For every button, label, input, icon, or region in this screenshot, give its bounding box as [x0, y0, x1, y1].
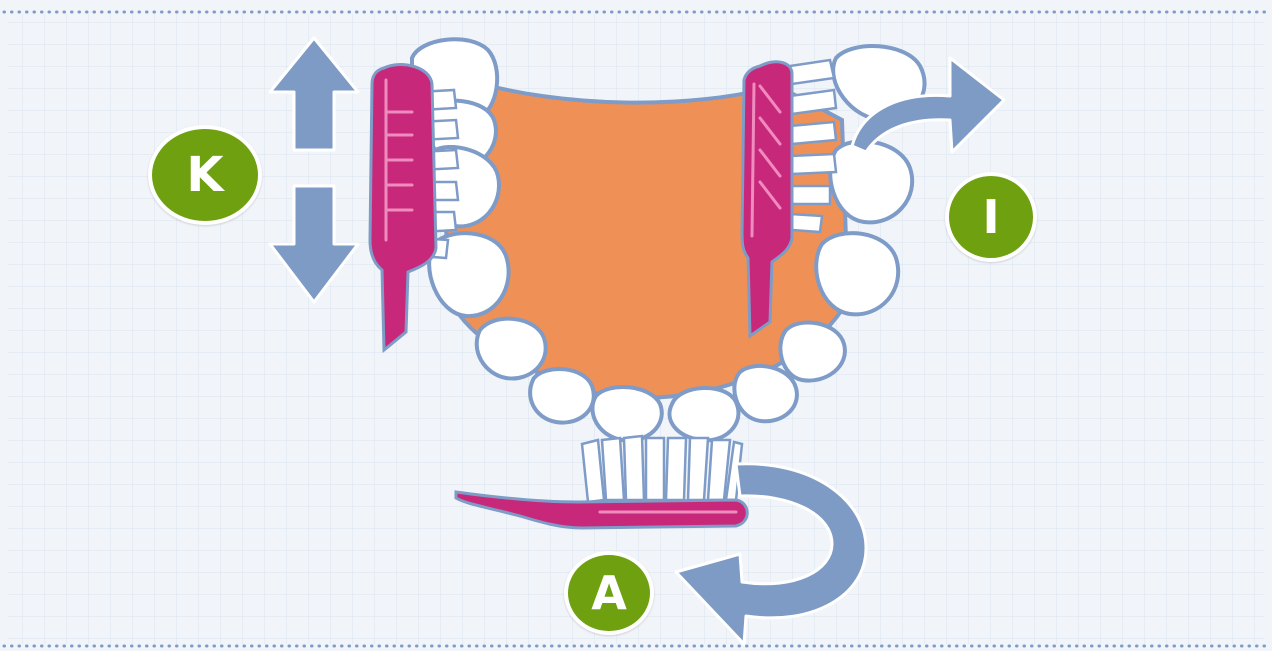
badge-i: I	[945, 172, 1037, 262]
badge-a-label: A	[591, 570, 627, 616]
tooth	[816, 233, 898, 314]
tooth	[734, 366, 797, 421]
tooth	[530, 369, 594, 423]
tooth	[592, 387, 661, 441]
badge-a: A	[564, 551, 654, 635]
bottom-toothbrush	[456, 436, 747, 528]
tooth	[830, 141, 912, 222]
tooth	[780, 322, 845, 380]
badge-k-label: K	[186, 151, 223, 199]
tooth	[670, 388, 739, 441]
tooth	[477, 319, 546, 379]
badge-i-label: I	[982, 194, 999, 240]
badge-k: K	[148, 125, 262, 225]
up-down-arrow-icon	[270, 38, 358, 302]
bottom-bristles	[582, 436, 742, 502]
